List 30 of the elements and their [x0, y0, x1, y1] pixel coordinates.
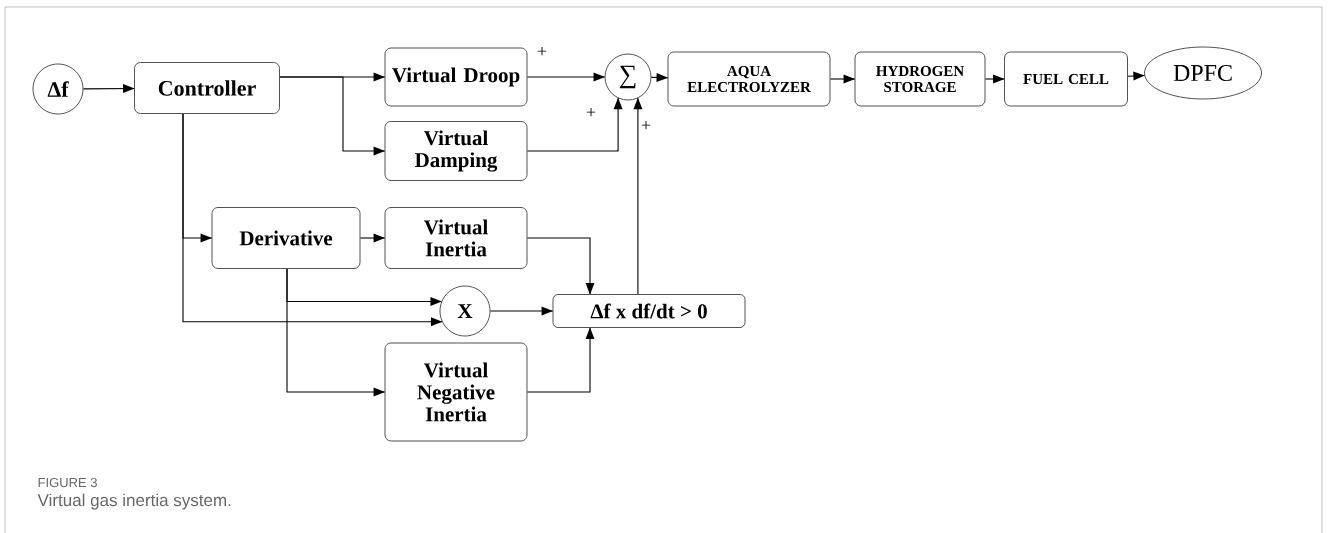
- condition-box: Δf x df/dt > 0: [552, 294, 746, 328]
- process-box: Virtual Droop: [384, 47, 528, 107]
- figure-number: FIGURE 3: [38, 477, 97, 488]
- edge-label: +: [535, 45, 549, 59]
- process-box: Virtual Inertia: [384, 207, 528, 269]
- process-box: Virtual Negative Inertia: [384, 342, 528, 442]
- process-box: FUEL CELL: [1004, 51, 1128, 107]
- arrow: [526, 327, 595, 393]
- arrow: [650, 73, 669, 82]
- caption: Virtual gas inertia system.: [37, 493, 231, 510]
- arrow: [526, 72, 606, 82]
- arrow: [1127, 71, 1145, 81]
- arrow: [286, 268, 386, 397]
- arrow: [526, 97, 623, 152]
- arrow: [182, 113, 443, 327]
- process-box: Controller: [134, 62, 280, 114]
- arrow: [526, 237, 595, 295]
- arrow: [82, 84, 135, 94]
- process-box: Virtual Damping: [384, 121, 528, 181]
- process-box: AQUA ELECTROLYZER: [667, 51, 831, 107]
- edge-label: +: [639, 119, 653, 133]
- process-box: Derivative: [211, 207, 361, 269]
- edge-label: +: [584, 106, 598, 120]
- arrow: [633, 97, 643, 295]
- arrow: [489, 306, 554, 316]
- process-box: HYDROGEN STORAGE: [854, 51, 986, 107]
- arrow: [359, 233, 386, 243]
- arrow: [829, 74, 856, 84]
- arrow: [279, 76, 386, 156]
- arrow: [984, 74, 1005, 84]
